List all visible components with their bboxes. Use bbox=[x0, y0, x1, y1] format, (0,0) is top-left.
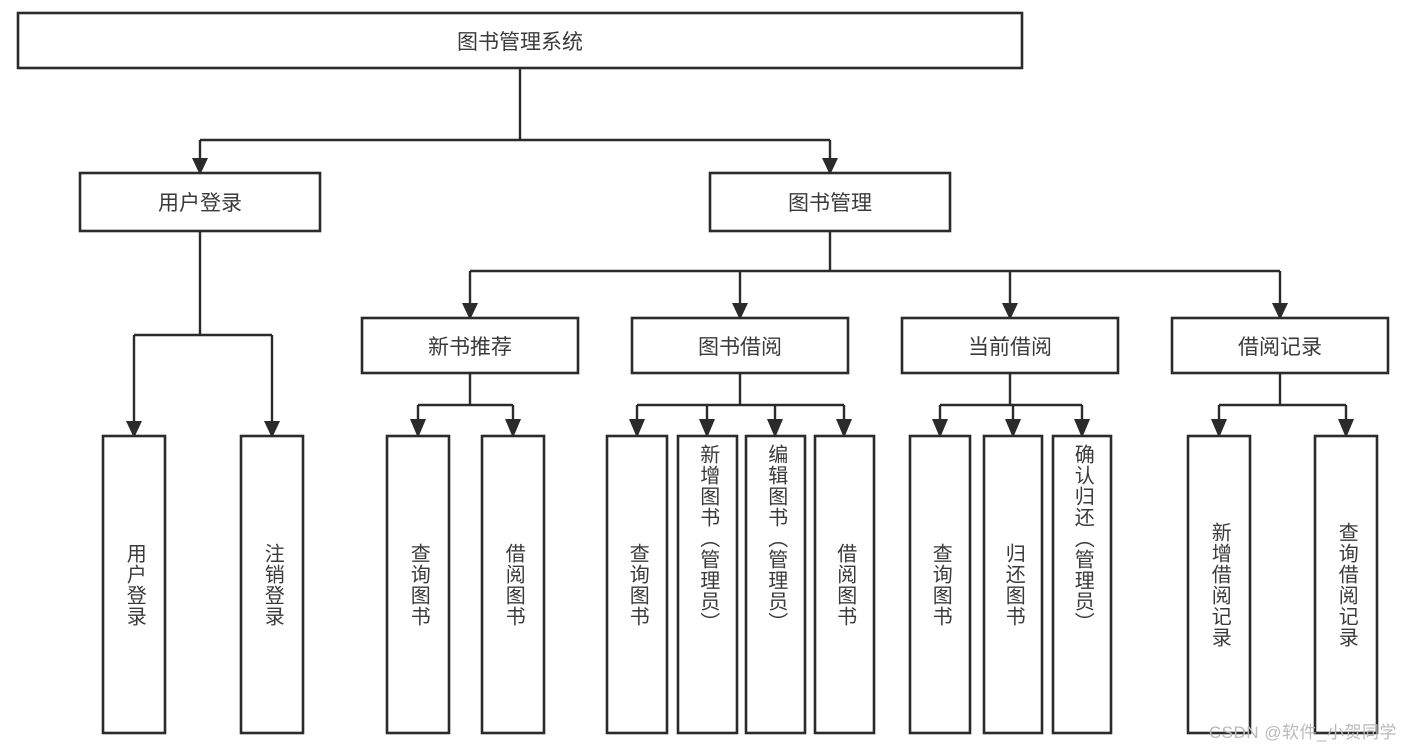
connector-current-borrow-branch bbox=[938, 373, 1084, 423]
arrow-to-bb-query bbox=[629, 419, 645, 438]
connector-borrow-record-branch bbox=[1217, 373, 1348, 423]
node-new-book-recommend[interactable] bbox=[360, 316, 580, 375]
arrow-to-leaf-user-login bbox=[126, 421, 142, 438]
arrow-to-bb-edit bbox=[767, 419, 783, 438]
leaf-cb-query-book[interactable] bbox=[908, 434, 972, 735]
arrow-to-cb-query bbox=[932, 419, 948, 438]
arrowhead-layer bbox=[126, 158, 1354, 438]
leaf-bb-edit-book[interactable] bbox=[744, 434, 807, 735]
leaf-user-login[interactable] bbox=[101, 434, 167, 735]
leaf-nb-query-book[interactable] bbox=[385, 434, 451, 735]
connector-layer bbox=[132, 68, 1348, 423]
leaf-logout[interactable] bbox=[239, 434, 305, 735]
arrow-to-nb-borrow bbox=[505, 419, 521, 438]
arrow-to-borrow-record bbox=[1272, 303, 1288, 320]
arrow-to-current-borrow bbox=[1002, 303, 1018, 320]
node-root-book-management-system[interactable] bbox=[16, 11, 1024, 70]
connector-book-mgmt-branch bbox=[468, 231, 1282, 305]
connector-root-trunk bbox=[198, 68, 832, 160]
csdn-watermark: CSDN @软件_小贺同学 bbox=[1208, 723, 1397, 742]
leaf-nb-borrow-book[interactable] bbox=[480, 434, 546, 735]
leaf-bb-query-book[interactable] bbox=[605, 434, 669, 735]
arrow-to-book-borrow bbox=[732, 303, 748, 320]
arrow-to-bb-borrow bbox=[836, 419, 852, 438]
leaf-bb-borrow-book[interactable] bbox=[813, 434, 876, 735]
arrow-to-nb-query bbox=[410, 419, 426, 438]
leaf-br-query-record[interactable] bbox=[1313, 434, 1379, 735]
node-current-borrow[interactable] bbox=[900, 316, 1120, 375]
node-user-login[interactable] bbox=[78, 171, 322, 233]
arrow-to-new-book bbox=[462, 303, 478, 320]
connector-user-login-branch bbox=[132, 231, 274, 423]
arrow-to-user-login bbox=[192, 158, 208, 175]
arrow-to-leaf-logout bbox=[264, 421, 280, 438]
arrow-to-book-mgmt bbox=[822, 158, 838, 175]
node-box-layer bbox=[16, 11, 1390, 735]
arrow-to-cb-return bbox=[1005, 419, 1021, 438]
arrow-to-br-query bbox=[1338, 419, 1354, 438]
node-book-borrow[interactable] bbox=[630, 316, 850, 375]
leaf-br-add-record[interactable] bbox=[1186, 434, 1252, 735]
leaf-cb-return-book[interactable] bbox=[982, 434, 1044, 735]
leaf-bb-add-book[interactable] bbox=[676, 434, 739, 735]
arrow-to-bb-add bbox=[699, 419, 715, 438]
connector-new-book-branch bbox=[416, 373, 515, 423]
node-borrow-record[interactable] bbox=[1170, 316, 1390, 375]
connector-book-borrow-branch bbox=[635, 373, 846, 423]
arrow-to-cb-confirm bbox=[1074, 419, 1090, 438]
leaf-cb-confirm-return[interactable] bbox=[1051, 434, 1113, 735]
arrow-to-br-add bbox=[1211, 419, 1227, 438]
node-book-management[interactable] bbox=[708, 171, 952, 233]
